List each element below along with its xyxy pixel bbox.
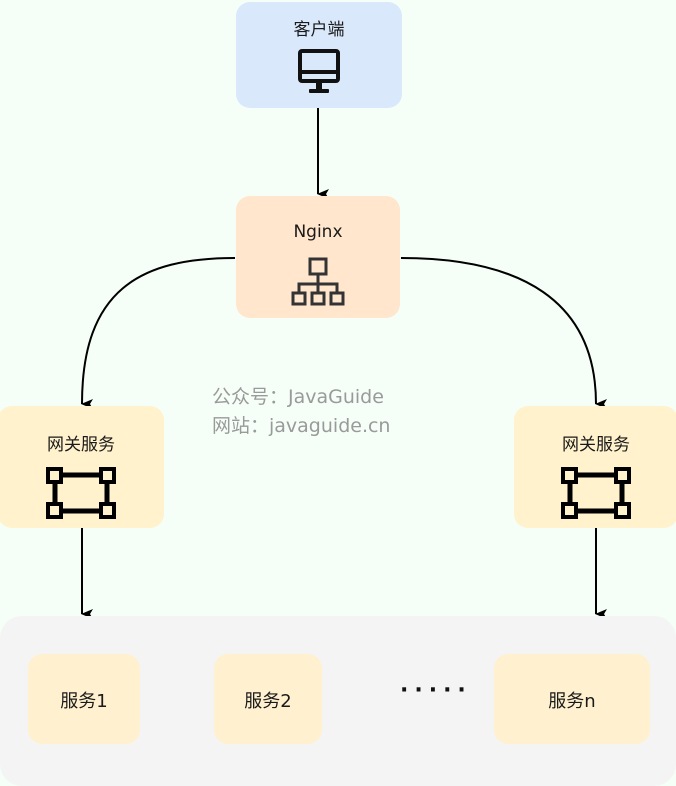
edge-nginx-gateway-right — [400, 257, 608, 409]
watermark: 公众号：JavaGuide 网站：javaguide.cn — [212, 383, 390, 441]
bounding-box-icon — [561, 467, 631, 519]
client-label: 客户端 — [293, 20, 345, 40]
gateway-node-right[interactable]: 网关服务 — [514, 406, 676, 528]
service-1-label: 服务1 — [60, 691, 108, 712]
nginx-label: Nginx — [293, 222, 343, 242]
gateway-left-label: 网关服务 — [47, 435, 115, 455]
gateway-right-label: 网关服务 — [562, 435, 630, 455]
sitemap-icon — [291, 257, 345, 306]
ellipsis: ····· — [400, 678, 472, 703]
service-n-label: 服务n — [548, 691, 596, 712]
watermark-line-2: 网站：javaguide.cn — [212, 415, 391, 437]
watermark-line-1: 公众号：JavaGuide — [212, 386, 384, 408]
services-container: 服务1 服务2 ····· 服务n — [0, 616, 676, 786]
service-2-label: 服务2 — [244, 691, 292, 712]
nginx-node[interactable]: Nginx — [236, 196, 400, 318]
bounding-box-icon — [46, 467, 116, 519]
service-node-2[interactable]: 服务2 — [214, 654, 322, 744]
gateway-node-left[interactable]: 网关服务 — [0, 406, 164, 528]
service-node-n[interactable]: 服务n — [494, 654, 650, 744]
service-node-1[interactable]: 服务1 — [28, 654, 140, 744]
monitor-icon — [298, 49, 340, 93]
client-node[interactable]: 客户端 — [236, 2, 402, 108]
